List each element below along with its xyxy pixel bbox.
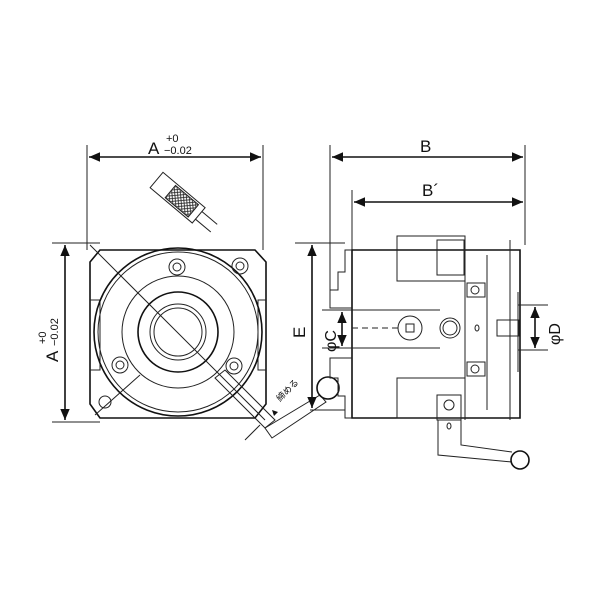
dimension-phi-c: φC <box>322 309 352 352</box>
dim-a-tol-lower: −0.02 <box>164 145 192 157</box>
tighten-label: 締める <box>274 377 301 404</box>
dimension-a-left: A +0 −0.02 <box>37 242 100 423</box>
dimension-b: B B´ <box>329 137 526 300</box>
dim-a-left-tol-lower: −0.02 <box>49 318 61 346</box>
clamp-handle-front: 締める <box>214 369 340 441</box>
key-detail <box>149 171 218 233</box>
dim-a-label: A <box>148 139 160 158</box>
dim-phi-c-label: φC <box>323 330 340 352</box>
dim-phi-d-label: φD <box>547 323 564 345</box>
clamp-handle-side <box>437 420 530 470</box>
dimension-a-top: A +0 −0.02 <box>86 133 264 250</box>
dim-a-left-label: A <box>43 350 62 362</box>
dim-a-left-tol-upper: +0 <box>37 331 49 344</box>
front-view <box>89 244 267 421</box>
side-view <box>329 235 521 421</box>
dimension-e: E <box>290 230 345 411</box>
dim-a-tol-upper: +0 <box>166 133 179 145</box>
bolt-holes <box>98 257 249 409</box>
dim-b-label: B <box>420 137 431 156</box>
dim-b-prime-label: B´ <box>422 181 439 200</box>
dim-e-label: E <box>290 327 309 338</box>
dimension-phi-d: φD <box>518 304 564 351</box>
